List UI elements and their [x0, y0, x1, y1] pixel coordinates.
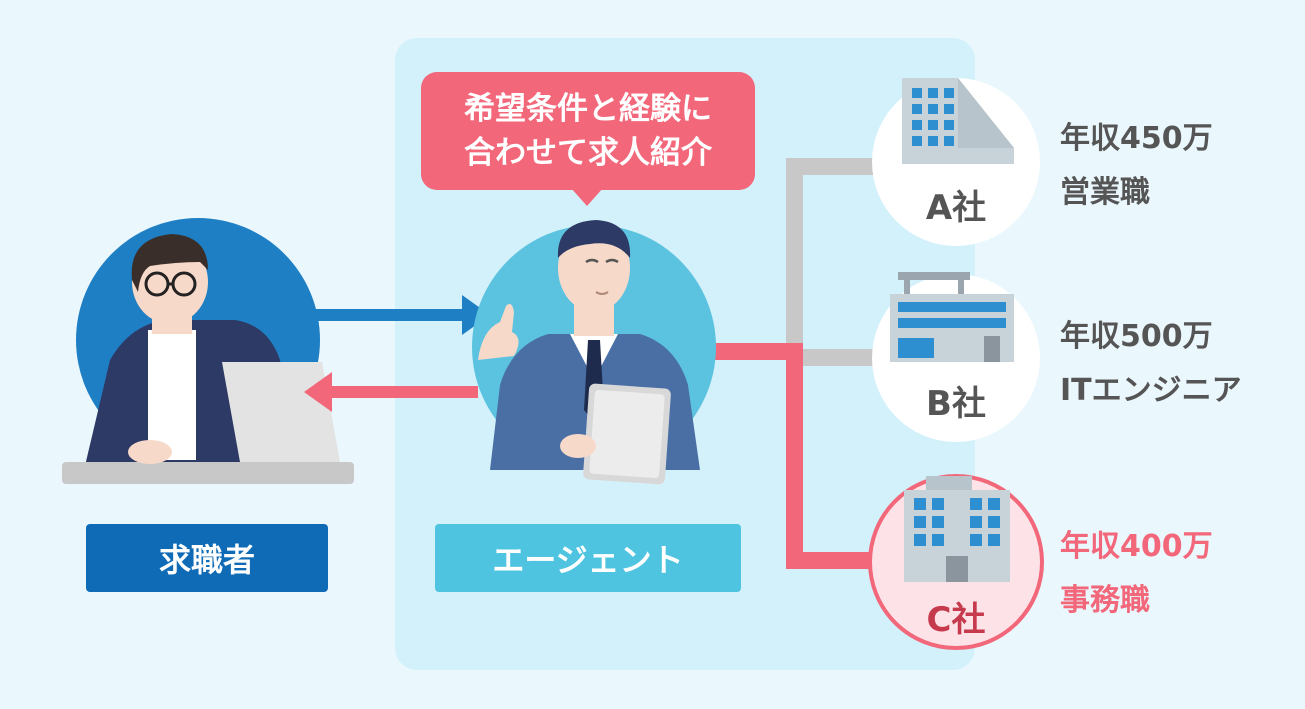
- arrow-to-seeker: [304, 372, 478, 412]
- speech-bubble: 希望条件と経験に 合わせて求人紹介: [421, 72, 755, 190]
- bubble-line-2: 合わせて求人紹介: [464, 135, 712, 171]
- company-a-info: 年収450万 営業職: [1060, 112, 1213, 220]
- agent-label: エージェント: [435, 524, 741, 592]
- company-b-salary: 年収500万: [1060, 319, 1213, 354]
- company-a-salary: 年収450万: [1060, 121, 1213, 156]
- speech-bubble-tail: [571, 188, 603, 206]
- arrow-to-agent: [310, 295, 490, 335]
- company-b-illustration: [872, 272, 1040, 442]
- company-c-name: C社: [926, 600, 986, 640]
- company-b-info: 年収500万 ITエンジニア: [1060, 310, 1242, 418]
- job-seeker-label: 求職者: [86, 524, 328, 592]
- company-c-job: 事務職: [1060, 583, 1150, 618]
- connector-gray: [786, 158, 886, 366]
- company-c-salary: 年収400万: [1060, 529, 1213, 564]
- bubble-line-1: 希望条件と経験に: [464, 91, 712, 127]
- job-seeker-illustration: [62, 218, 354, 484]
- company-a-illustration: [872, 78, 1040, 246]
- company-a-name: A社: [925, 188, 987, 228]
- company-c-info: 年収400万 事務職: [1060, 520, 1213, 628]
- company-a-job: 営業職: [1060, 175, 1150, 210]
- company-c-illustration: [868, 474, 1044, 650]
- agent-illustration: [472, 220, 716, 485]
- company-b-name: B社: [926, 384, 986, 424]
- connector-pink: [705, 343, 886, 569]
- company-b-job: ITエンジニア: [1060, 373, 1242, 408]
